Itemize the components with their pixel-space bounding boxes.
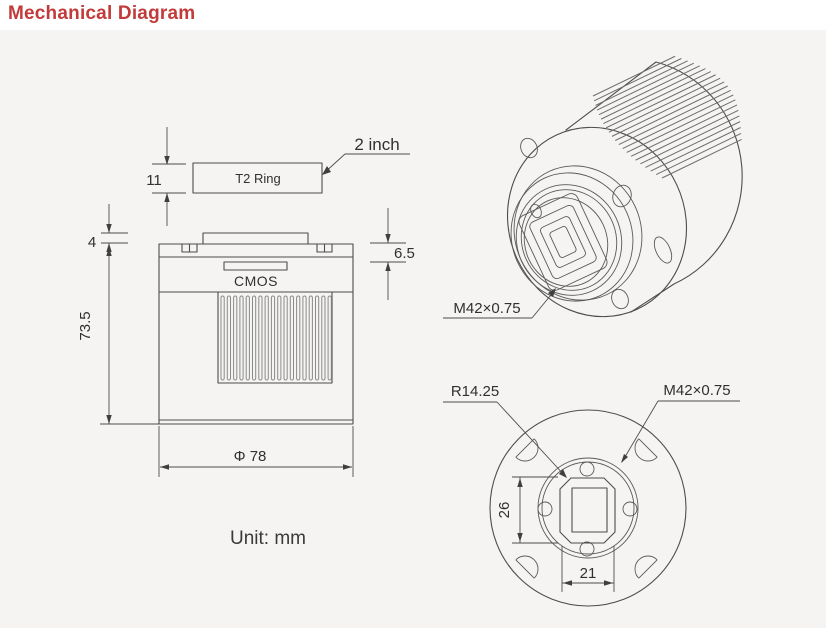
cmos-label: CMOS bbox=[234, 273, 278, 289]
iso-front-flange bbox=[506, 126, 688, 318]
front-screw-hole-right-icon bbox=[622, 501, 638, 517]
front-notch-bl-icon bbox=[515, 555, 539, 579]
iso-screw-hole-icon bbox=[530, 203, 542, 219]
front-sensor-plate bbox=[559, 477, 616, 544]
two-inch-arrowhead bbox=[322, 166, 331, 175]
iso-view: M42×0.75 bbox=[443, 55, 743, 319]
front-corner-radius-label: R14.25 bbox=[451, 383, 499, 400]
t2-ring-outline bbox=[192, 162, 323, 194]
diagram-panel bbox=[0, 30, 826, 628]
dim-73-5-label: 73.5 bbox=[77, 311, 94, 340]
unit-label: Unit: mm bbox=[230, 528, 306, 549]
dim-dia-78-label: Φ 78 bbox=[234, 448, 267, 465]
iso-thread-label: M42×0.75 bbox=[453, 300, 520, 317]
top-plate bbox=[202, 232, 309, 245]
front-notch-tl-icon bbox=[515, 438, 539, 462]
side-view: T2 Ring 2 inch 11 CMOS bbox=[77, 127, 415, 477]
heatsink-fins bbox=[220, 295, 332, 381]
front-thread-label: M42×0.75 bbox=[663, 382, 730, 399]
front-notch-tr-icon bbox=[634, 438, 658, 462]
iso-side-port-icon bbox=[653, 236, 673, 264]
front-screw-hole-bottom-icon bbox=[579, 541, 595, 557]
iso-notch-right-icon bbox=[612, 184, 632, 208]
dim-26-label: 26 bbox=[496, 502, 513, 519]
iso-sensor bbox=[518, 193, 608, 291]
front-screw-hole-left-icon bbox=[537, 501, 553, 517]
iso-heatsink-fins bbox=[592, 55, 742, 179]
iso-notch-bottom-icon bbox=[611, 288, 629, 310]
t2-ring-label: T2 Ring bbox=[235, 171, 281, 186]
front-screw-hole-top-icon bbox=[579, 461, 595, 477]
iso-notch-top-icon bbox=[520, 137, 538, 159]
page-title: Mechanical Diagram bbox=[8, 3, 196, 24]
front-body-circle bbox=[489, 409, 687, 607]
two-inch-label: 2 inch bbox=[354, 135, 399, 154]
front-view: 26 21 R14.25 M42×0.75 bbox=[443, 382, 740, 607]
heatsink-outline bbox=[217, 291, 333, 384]
dim-4-label: 4 bbox=[88, 234, 96, 251]
dim-11-label: 11 bbox=[146, 172, 162, 189]
front-sensor bbox=[571, 487, 608, 533]
dim-6-5-label: 6.5 bbox=[394, 245, 415, 262]
front-notch-br-icon bbox=[634, 555, 658, 579]
dim-21-label: 21 bbox=[580, 565, 597, 582]
sensor-window-slot bbox=[223, 261, 288, 271]
